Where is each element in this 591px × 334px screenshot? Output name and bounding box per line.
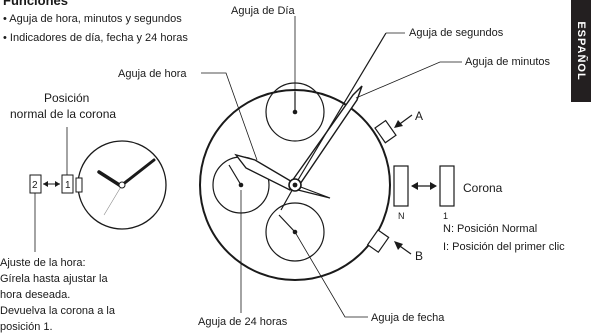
hours24-subdial-pin (238, 182, 244, 188)
functions-heading: Funciones (3, 0, 69, 8)
small-watch-hour-hand (97, 170, 123, 188)
day-subdial-pin (292, 109, 298, 115)
crown-position-box-2 (29, 174, 42, 194)
date-subdial (265, 202, 325, 262)
small-watch-crown (75, 177, 83, 193)
label-minutes-hand: Aguja de minutos (465, 56, 550, 68)
pusher-b (366, 229, 390, 254)
functions-bullet-1: • Aguja de hora, minutos y segundos (3, 13, 182, 25)
crown-position-caption-line1: Posición (44, 91, 90, 105)
time-setting-line-1: Ajuste de la hora: (0, 257, 86, 269)
label-seconds-hand: Aguja de segundos (409, 27, 504, 39)
label-hour-hand: Aguja de hora (118, 68, 187, 80)
crown-position-box-1 (61, 174, 74, 194)
small-watch-minute-hand (120, 158, 156, 187)
crown-position-caption-line2: normal de la corona (10, 107, 117, 121)
time-setting-line-2: Gírela hasta ajustar la (0, 273, 108, 285)
date-subdial-hand (278, 214, 296, 233)
legend-normal-position: N: Posición Normal (443, 223, 538, 235)
main-hour-hand (234, 153, 295, 191)
label-crown-1: 1 (443, 211, 449, 221)
crown-position-n (393, 165, 409, 207)
box-1-number: 1 (65, 180, 71, 191)
pusher-a (374, 119, 397, 144)
small-watch-center (118, 181, 126, 189)
small-watch-second-hand (103, 184, 123, 216)
label-crown-n: N (398, 211, 405, 221)
time-setting-line-4: Devuelva la corona a la (0, 305, 115, 317)
legend-first-click-position: I: Posición del primer clic (443, 241, 565, 253)
time-setting-line-3: hora deseada. (0, 289, 71, 301)
label-button-b: B (415, 249, 424, 263)
time-setting-line-5: posición 1. (0, 321, 53, 333)
main-watch (199, 16, 462, 318)
crown-position-1 (439, 165, 455, 207)
hours24-subdial-hand (228, 164, 242, 186)
box-2-number: 2 (32, 180, 38, 191)
functions-bullet-2: • Indicadores de día, fecha y 24 horas (3, 32, 188, 44)
label-button-a: A (415, 109, 424, 123)
small-watch (29, 127, 167, 252)
main-second-hand (294, 32, 387, 186)
label-date-hand: Aguja de fecha (371, 312, 445, 324)
leader-minutes (355, 61, 462, 99)
label-24-hours-hand: Aguja de 24 horas (198, 316, 288, 328)
language-tab: ESPAÑOL (571, 0, 591, 102)
label-crown: Corona (463, 181, 503, 195)
label-day-hand: Aguja de Día (231, 5, 295, 17)
leader-date (294, 231, 368, 318)
leader-hour (201, 72, 258, 161)
